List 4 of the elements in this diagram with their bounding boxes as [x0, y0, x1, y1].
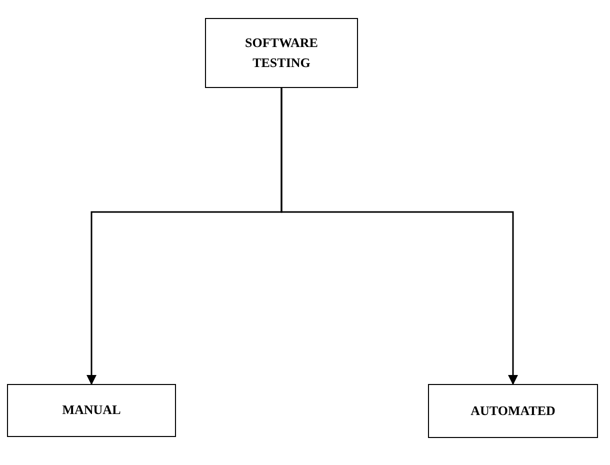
arrow: [280, 88, 518, 385]
process-box: MANUAL: [7, 384, 176, 437]
process-box: AUTOMATED: [428, 384, 598, 438]
process-box: SOFTWARE TESTING: [205, 18, 358, 88]
